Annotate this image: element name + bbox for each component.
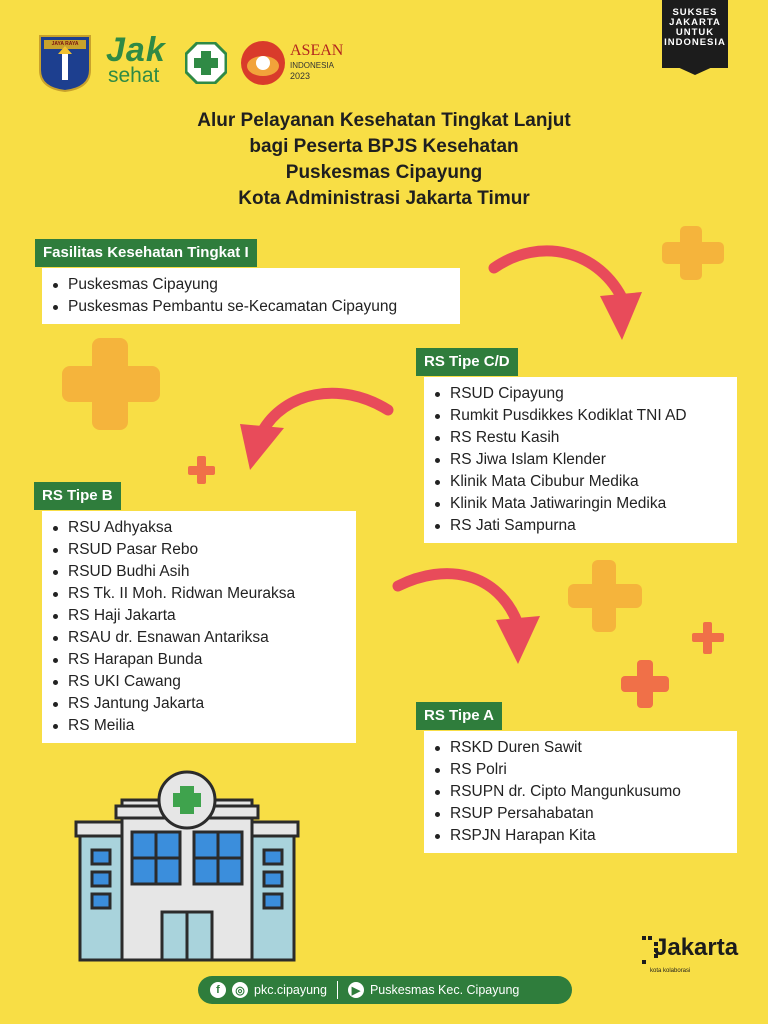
list-item: RS Harapan Bunda	[53, 649, 346, 671]
asean-emblem-icon	[241, 41, 285, 85]
page-title: Alur Pelayanan Kesehatan Tingkat Lanjut …	[0, 108, 768, 212]
arrow-cd-to-b	[240, 387, 394, 470]
fktp-label: Fasilitas Kesehatan Tingkat I	[35, 239, 257, 267]
social-footer: f ◎ pkc.cipayung ▶ Puskesmas Kec. Cipayu…	[198, 976, 572, 1004]
list-item: RS Haji Jakarta	[53, 605, 346, 627]
list-item: Puskesmas Pembantu se-Kecamatan Cipayung	[53, 296, 450, 318]
rs-tipe-a-label: RS Tipe A	[416, 702, 503, 730]
badge-point	[662, 60, 728, 75]
jak-text: Jak	[106, 31, 166, 69]
list-item: RSKD Duren Sawit	[435, 737, 727, 759]
badge-line-3: UNTUK	[675, 27, 715, 38]
health-cross-logo	[184, 41, 228, 85]
jakarta-logo-tagline: kota kolaborasi	[650, 968, 691, 974]
list-item: RSUD Cipayung	[435, 383, 727, 405]
sehat-text: sehat	[108, 64, 160, 87]
arrow-fktp-to-cd	[488, 245, 642, 340]
badge-line-4: INDONESIA	[664, 37, 726, 48]
rs-tipe-a-list: RSKD Duren Sawit RS Polri RSUPN dr. Cipt…	[424, 731, 737, 853]
rs-tipe-b-list: RSU Adhyaksa RSUD Pasar Rebo RSUD Budhi …	[42, 511, 356, 743]
crest-ribbon-text: JAYA RAYA	[51, 41, 79, 47]
jakarta-logo-mark-icon	[642, 936, 658, 964]
plus-shape-small-right	[692, 622, 724, 654]
plus-shape-top-right	[662, 226, 724, 280]
list-item: RS Polri	[435, 759, 727, 781]
list-item: Rumkit Pusdikkes Kodiklat TNI AD	[435, 405, 727, 427]
badge-line-2: JAKARTA	[669, 17, 721, 28]
rs-tipe-cd-list: RSUD Cipayung Rumkit Pusdikkes Kodiklat …	[424, 377, 737, 543]
plus-shape-small-left	[188, 456, 215, 484]
title-line-3: Puskesmas Cipayung	[285, 162, 483, 183]
list-item: RS Meilia	[53, 715, 346, 737]
asean-sub-text: INDONESIA	[290, 61, 335, 70]
hospital-illustration	[74, 770, 300, 962]
list-item: RSPJN Harapan Kita	[435, 825, 727, 847]
title-line-1: Alur Pelayanan Kesehatan Tingkat Lanjut	[197, 110, 571, 131]
badge-line-1: SUKSES	[672, 7, 718, 18]
rs-tipe-cd-label: RS Tipe C/D	[416, 348, 518, 376]
list-item: RS Jiwa Islam Klender	[435, 449, 727, 471]
title-line-4: Kota Administrasi Jakarta Timur	[238, 188, 530, 209]
plus-shape-red-right	[621, 660, 669, 708]
sukses-jakarta-badge: SUKSES JAKARTA UNTUK INDONESIA	[662, 0, 728, 68]
list-item: RS Jantung Jakarta	[53, 693, 346, 715]
list-item: RS UKI Cawang	[53, 671, 346, 693]
plus-shape-large-left	[62, 338, 160, 430]
list-item: RSUP Persahabatan	[435, 803, 727, 825]
asean-year-text: 2023	[290, 71, 311, 81]
list-item: RSU Adhyaksa	[53, 517, 346, 539]
list-item: Puskesmas Cipayung	[53, 274, 450, 296]
instagram-handle[interactable]: pkc.cipayung	[254, 983, 327, 997]
list-item: Klinik Mata Cibubur Medika	[435, 471, 727, 493]
youtube-icon[interactable]: ▶	[347, 982, 364, 998]
rs-tipe-b-label: RS Tipe B	[34, 482, 121, 510]
plus-shape-mid-right	[568, 560, 642, 632]
list-item: RS Jati Sampurna	[435, 515, 727, 537]
jakarta-logo-text: Jakarta	[654, 934, 739, 961]
list-item: RSUPN dr. Cipto Mangunkusumo	[435, 781, 727, 803]
youtube-channel[interactable]: Puskesmas Kec. Cipayung	[369, 983, 520, 997]
footer-divider	[336, 981, 338, 999]
instagram-icon[interactable]: ◎	[232, 982, 248, 998]
arrow-b-to-a	[392, 568, 540, 664]
title-line-2: bagi Peserta BPJS Kesehatan	[249, 136, 519, 157]
fktp-list: Puskesmas Cipayung Puskesmas Pembantu se…	[42, 268, 460, 324]
facebook-icon[interactable]: f	[210, 982, 226, 998]
jakarta-crest-logo: JAYA RAYA	[38, 34, 92, 93]
list-item: RSUD Pasar Rebo	[53, 539, 346, 561]
list-item: RSAU dr. Esnawan Antariksa	[53, 627, 346, 649]
jak-sehat-logo: Jak sehat	[106, 31, 166, 87]
asean-title-text: ASEAN	[290, 42, 344, 59]
list-item: RSUD Budhi Asih	[53, 561, 346, 583]
list-item: RS Tk. II Moh. Ridwan Meuraksa	[53, 583, 346, 605]
list-item: RS Restu Kasih	[435, 427, 727, 449]
list-item: Klinik Mata Jatiwaringin Medika	[435, 493, 727, 515]
